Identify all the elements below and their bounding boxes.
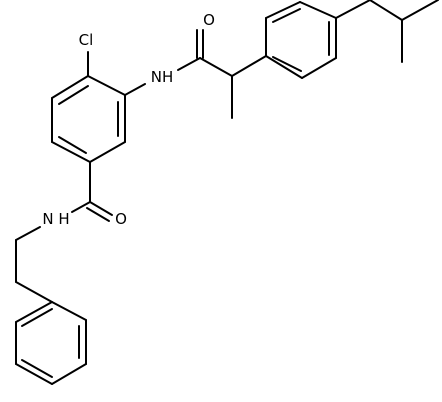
bottom-benzene-ring [15, 301, 87, 385]
ch-aryl-bond [231, 55, 267, 77]
nh-ch2-bond [15, 226, 41, 241]
lower-carbonyl-double-b [86, 207, 110, 222]
carbonyl-oxygen-bottom-label: O [115, 210, 127, 228]
chlorine-atom-label: Cl [79, 31, 94, 49]
amide-nh-bottom-label: N H [42, 210, 69, 228]
lower-carbonyl-double-a [89, 201, 113, 216]
carbonyl-ch-bond [199, 57, 233, 77]
ring-nh-bond [124, 83, 146, 96]
carbonyl-oxygen-top-label: O [203, 11, 215, 29]
carbonyl-nh-bond [71, 201, 91, 213]
isobutyl-ch2-bond [335, 0, 371, 19]
central-benzene-ring [51, 75, 126, 163]
nh-carbonyl-bond [177, 57, 201, 71]
right-benzene-ring [265, 1, 337, 79]
ch2-aryl-bond [15, 281, 53, 303]
isobutyl-methyl-b-bond [401, 0, 439, 21]
amide-nh-top-label: NH [151, 68, 174, 86]
isobutyl-ch-bond [369, 0, 403, 21]
